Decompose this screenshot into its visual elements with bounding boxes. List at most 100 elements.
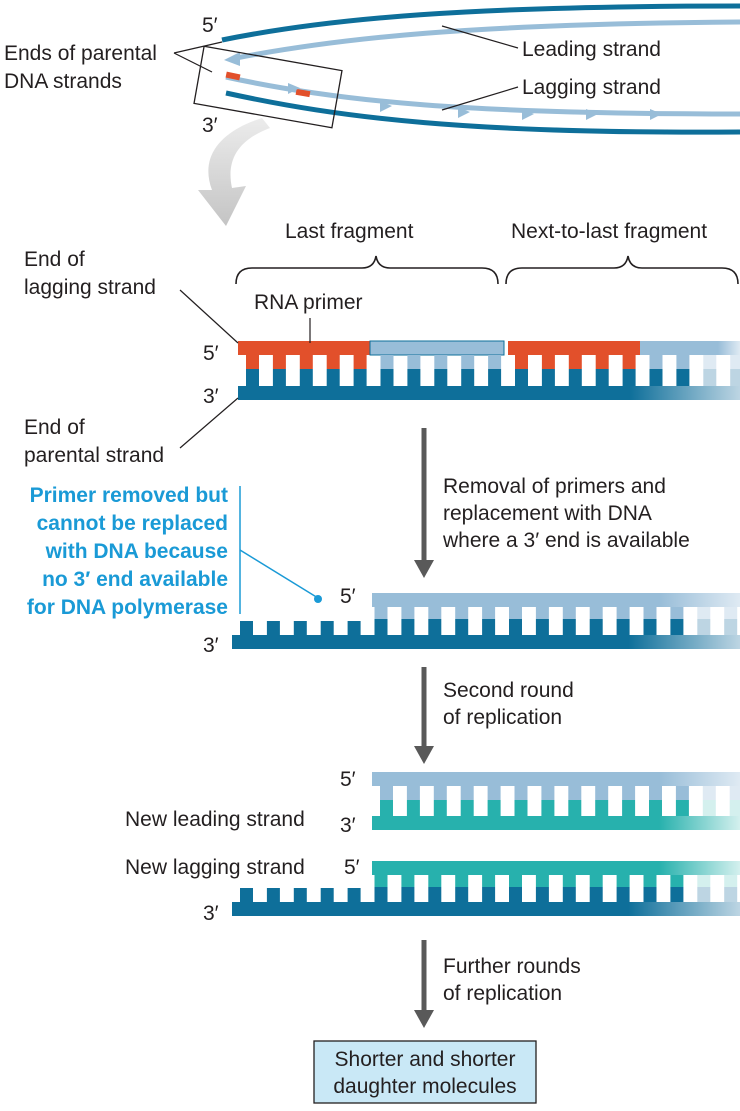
upper-base: [562, 607, 576, 619]
lower-base: [428, 887, 442, 902]
dna-fragment-1-backbone: [369, 340, 505, 356]
upper-base: [697, 875, 711, 887]
lower-base: [353, 369, 367, 386]
upper-base: [514, 786, 528, 800]
upper-base: [568, 355, 582, 369]
lagging-arrowhead: [380, 101, 392, 112]
leading-strand-line: [235, 19, 740, 61]
parental-backbone: [238, 386, 740, 400]
zoom-arrow: [198, 118, 270, 226]
lower-base: [380, 800, 393, 816]
upper-base: [374, 607, 388, 619]
fragment-braces: Last fragment Next-to-last fragment: [235, 220, 739, 285]
lower-base: [428, 619, 442, 635]
lower-base: [266, 621, 280, 635]
upper-base: [461, 355, 475, 369]
step3-arrow-head: [414, 1010, 434, 1028]
upper-base: [589, 607, 603, 619]
lower-base: [299, 369, 313, 386]
note-line1: Primer removed but: [30, 484, 228, 507]
upper-base: [434, 355, 448, 369]
replication-fork: Ends of parental DNA strands 5′ 3′ Leadi…: [4, 3, 740, 137]
step1-line3: where a 3′ end is available: [442, 529, 690, 552]
upper-base: [428, 607, 442, 619]
leader-line: [441, 86, 519, 111]
note-line4: no 3′ end available: [42, 568, 228, 591]
step3-line2: of replication: [443, 982, 562, 1005]
step2-arrow-head: [414, 746, 434, 764]
top-primer-1: [225, 71, 241, 81]
lower-base: [246, 369, 259, 386]
note-line3: with DNA because: [45, 540, 228, 563]
lower-base: [488, 369, 502, 386]
lower-base: [562, 887, 576, 902]
parental-bottom-strand: [225, 90, 740, 135]
end-lagging-label-line1: End of: [24, 248, 85, 271]
lower-base: [509, 887, 522, 902]
new-lagging-strand-label: New lagging strand: [125, 856, 305, 879]
top-primer-2: [295, 88, 311, 98]
lower-base: [455, 887, 469, 902]
leader-line: [441, 25, 519, 49]
lower-base: [649, 800, 662, 816]
lower-base: [541, 800, 555, 816]
upper-base: [407, 355, 421, 369]
upper-base: [702, 786, 716, 800]
duplex-1: 5′ 3′ End of lagging strand RNA primer E…: [24, 248, 740, 467]
lower-base: [616, 887, 630, 902]
lower-base: [703, 369, 717, 386]
base-pairs: [246, 355, 740, 386]
upper-base: [326, 355, 340, 369]
upper-base: [455, 875, 469, 887]
upper-base: [568, 786, 582, 800]
upper-base: [616, 607, 630, 619]
upper-base: [433, 786, 447, 800]
upper-base: [730, 355, 740, 369]
upper-base: [246, 355, 259, 369]
note-pointer: [239, 549, 319, 599]
top-five-prime: 5′: [202, 14, 218, 37]
upper-base: [455, 607, 469, 619]
upper-base: [595, 355, 609, 369]
lagging-arrowhead: [458, 107, 470, 118]
lower-base: [541, 369, 555, 386]
upper-base: [353, 355, 367, 369]
top-three-prime: 3′: [202, 114, 218, 137]
lower-base: [562, 619, 576, 635]
lower-base: [347, 621, 361, 635]
upper-base: [460, 786, 474, 800]
parental-backbone: [232, 902, 740, 916]
upper-base: [406, 786, 420, 800]
lower-base: [461, 369, 475, 386]
result-line1: Shorter and shorter: [335, 1048, 516, 1071]
lower-base: [401, 619, 415, 635]
upper-base: [541, 355, 555, 369]
lower-base: [240, 621, 253, 635]
step2-line2: of replication: [443, 706, 562, 729]
lower-base: [622, 800, 636, 816]
leading-strand-label: Leading strand: [522, 38, 661, 61]
lower-base: [406, 800, 420, 816]
lagging-arrowhead: [586, 109, 598, 120]
primer-2-backbone: [508, 341, 640, 355]
lower-base: [595, 800, 609, 816]
upper-base: [488, 355, 502, 369]
step1-arrow-head: [414, 560, 434, 578]
lower-base: [240, 888, 253, 902]
duplex1-three-prime: 3′: [203, 385, 219, 408]
lower-base: [401, 887, 415, 902]
upper-base: [724, 607, 738, 619]
duplex-3: 5′ 3′ New leading strand: [125, 768, 740, 837]
lower-base: [622, 369, 636, 386]
lower-base: [568, 369, 582, 386]
lower-base: [515, 369, 528, 386]
upper-base: [675, 786, 689, 800]
upper-base: [535, 875, 549, 887]
lower-base: [676, 369, 690, 386]
step1-line1: Removal of primers and: [443, 475, 666, 498]
leader-line: [173, 52, 213, 73]
lower-base: [434, 369, 448, 386]
lagging-dna-backbone: [372, 772, 740, 786]
upper-base: [401, 875, 415, 887]
lagging-arrowhead: [650, 109, 662, 120]
